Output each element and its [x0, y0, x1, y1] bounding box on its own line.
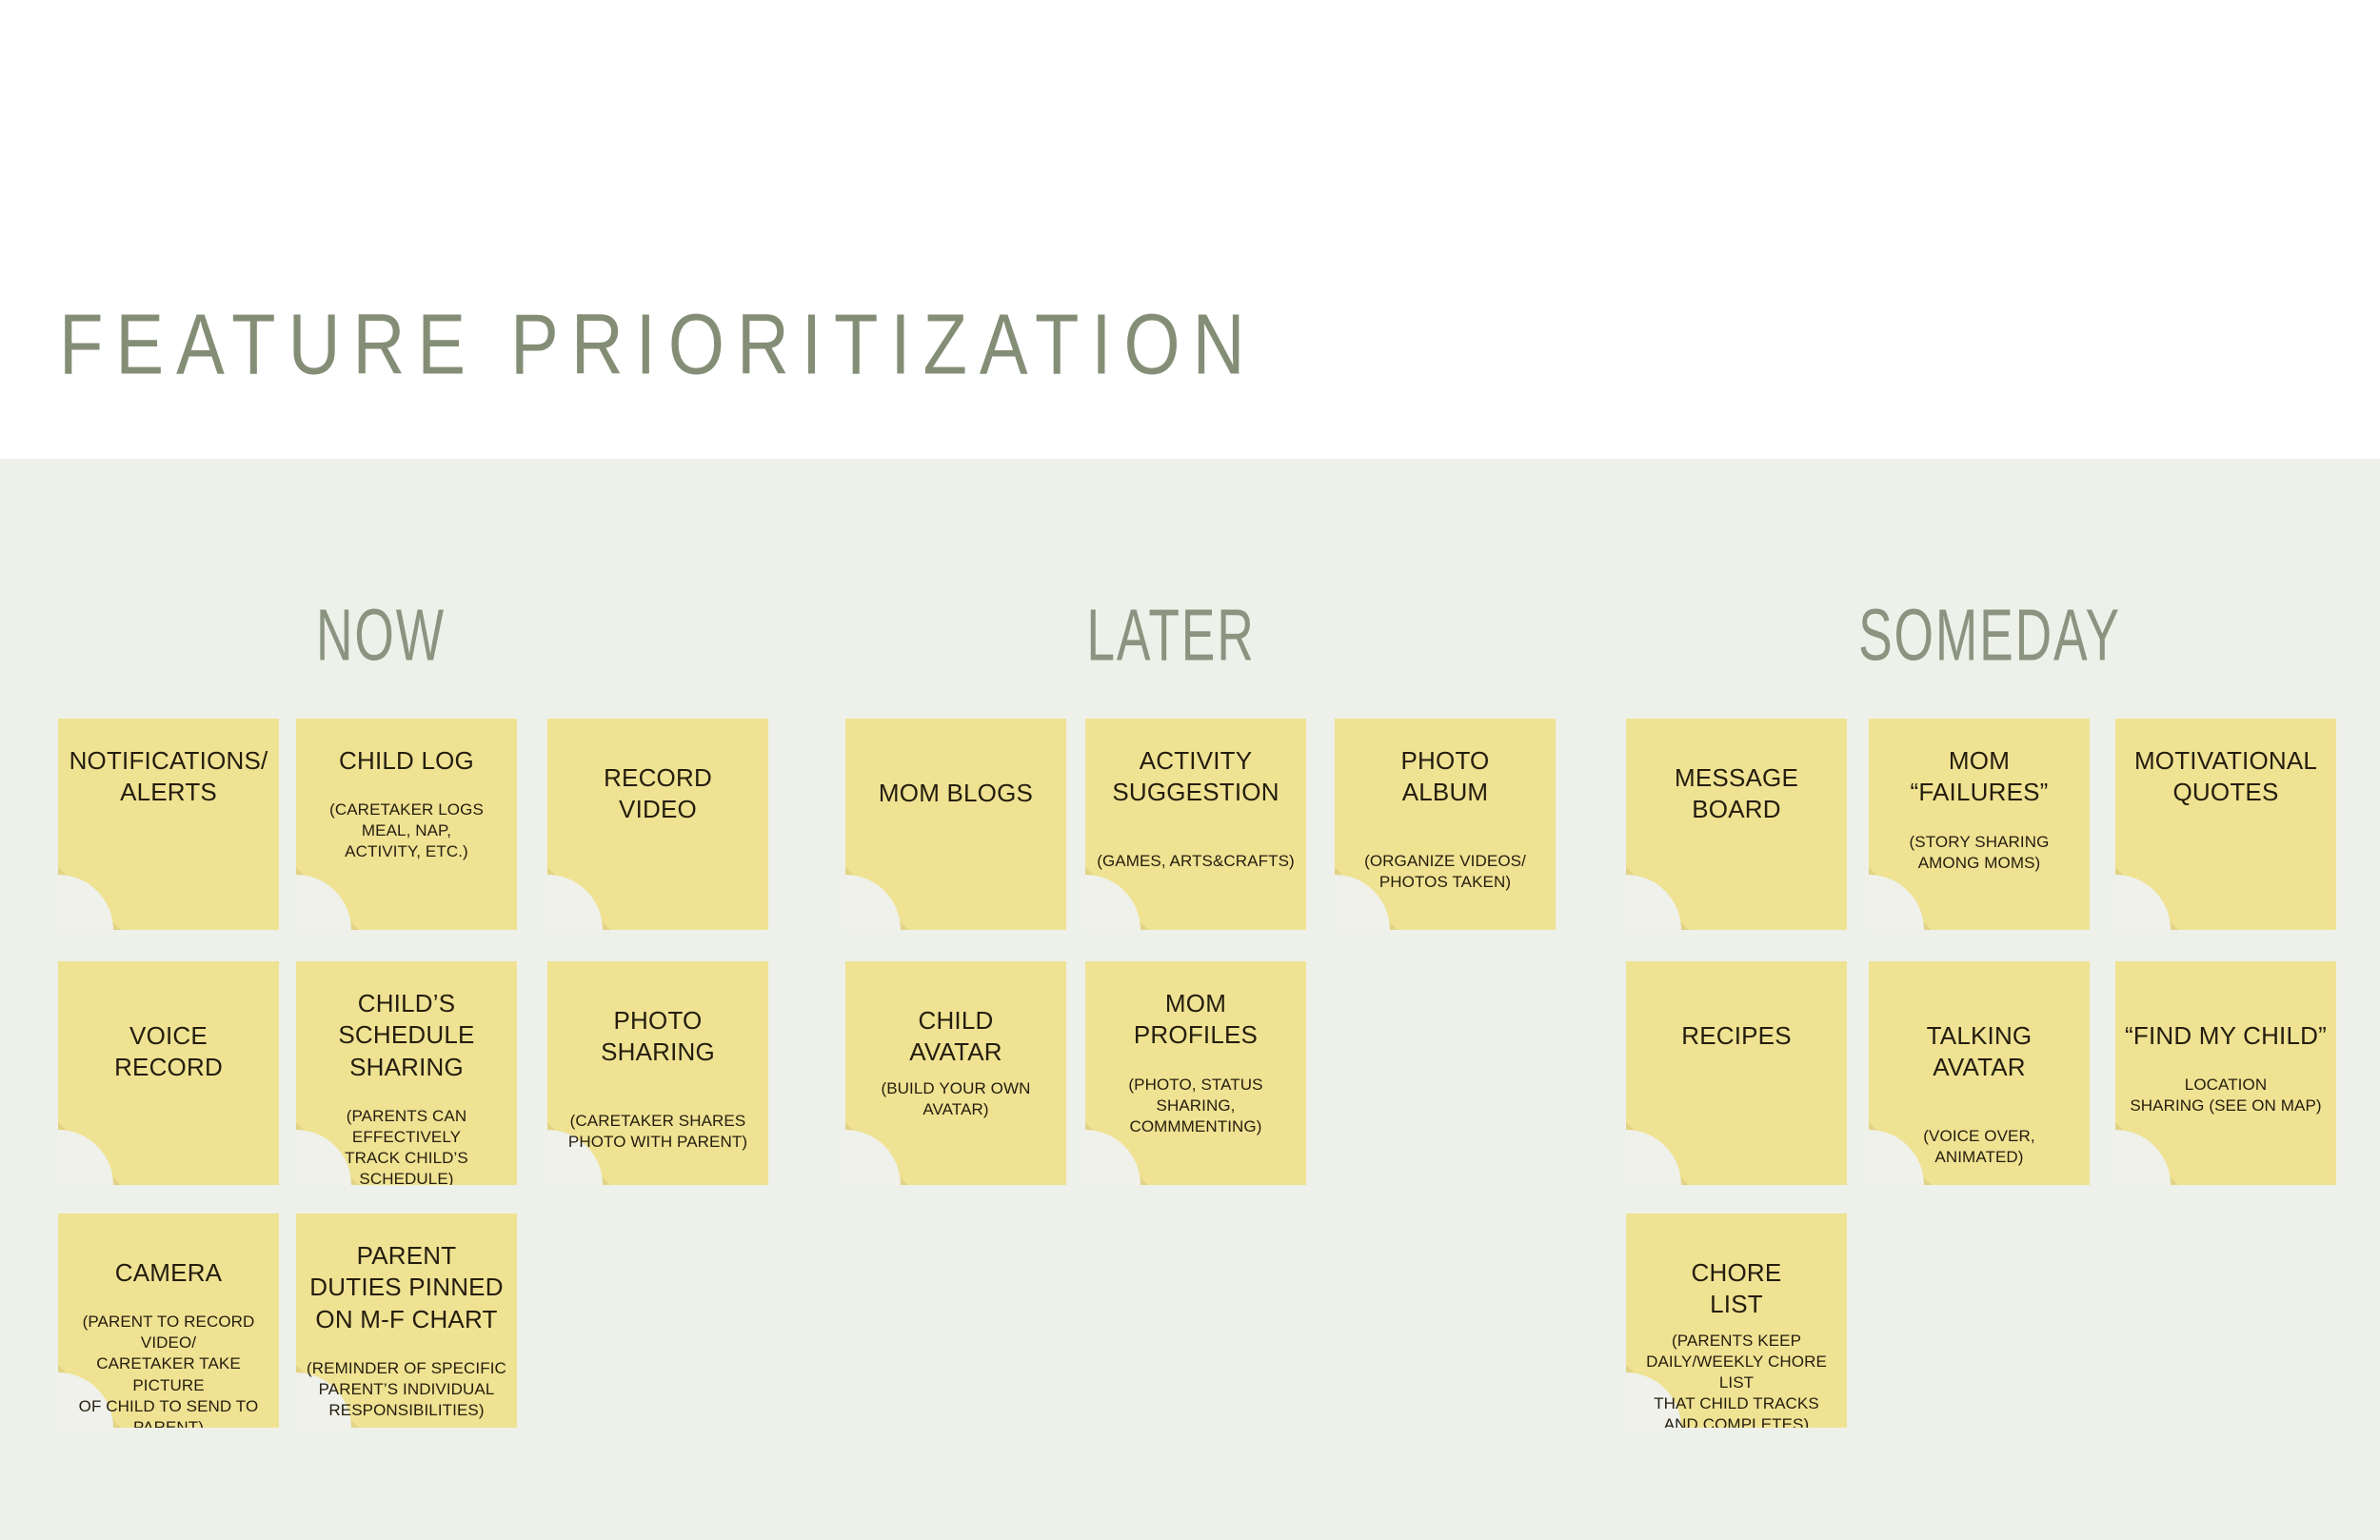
page-curl-icon: [2115, 867, 2178, 930]
column-header-someday: SOMEDAY: [1858, 594, 2121, 677]
page-curl-icon: [845, 1122, 908, 1185]
page-curl-icon: [296, 867, 359, 930]
note-subtitle: (PARENT TO RECORD VIDEO/CARETAKER TAKE P…: [78, 1313, 259, 1428]
page-curl-icon: [58, 1122, 121, 1185]
page-curl-icon: [1869, 867, 1932, 930]
note-subtitle: (GAMES, ARTS&CRAFTS): [1097, 851, 1295, 870]
note-title: RECIPES: [1681, 1021, 1792, 1050]
sticky-note-camera[interactable]: CAMERA (PARENT TO RECORD VIDEO/CARETAKER…: [58, 1214, 279, 1428]
column-header-later: LATER: [1086, 594, 1256, 677]
header-band: FEATURE PRIORITIZATION: [0, 0, 2380, 459]
note-title: NOTIFICATIONS/ALERTS: [69, 746, 268, 807]
page-curl-icon: [547, 867, 610, 930]
sticky-note-notifications-alerts[interactable]: NOTIFICATIONS/ALERTS: [58, 719, 279, 930]
page-curl-icon: [1626, 867, 1689, 930]
sticky-note-mom-blogs[interactable]: MOM BLOGS: [845, 719, 1066, 930]
page-curl-icon: [2115, 1122, 2178, 1185]
note-title: CHILD LOG: [339, 746, 474, 775]
sticky-note-talking-avatar[interactable]: TALKING AVATAR (VOICE OVER, ANIMATED): [1869, 961, 2090, 1185]
note-title: MOM “FAILURES”: [1910, 746, 2049, 807]
page-curl-icon: [58, 867, 121, 930]
note-title: MOM BLOGS: [878, 779, 1034, 807]
note-subtitle: (VOICE OVER, ANIMATED): [1923, 1126, 2035, 1166]
note-subtitle: (ORGANIZE VIDEOS/PHOTOS TAKEN): [1364, 851, 1526, 891]
note-subtitle: (PHOTO, STATUS SHARING,COMMMENTING): [1128, 1075, 1263, 1135]
column-header-now: NOW: [316, 594, 446, 677]
note-title: CAMERA: [114, 1258, 223, 1287]
page-curl-icon: [1626, 1122, 1689, 1185]
page-curl-icon: [845, 867, 908, 930]
note-title: TALKING AVATAR: [1926, 1021, 2033, 1082]
sticky-note-recipes[interactable]: RECIPES: [1626, 961, 1847, 1185]
page-curl-icon: [1085, 867, 1148, 930]
page-title: FEATURE PRIORITIZATION: [59, 297, 1258, 393]
note-title: “FIND MY CHILD”: [2125, 1021, 2327, 1050]
